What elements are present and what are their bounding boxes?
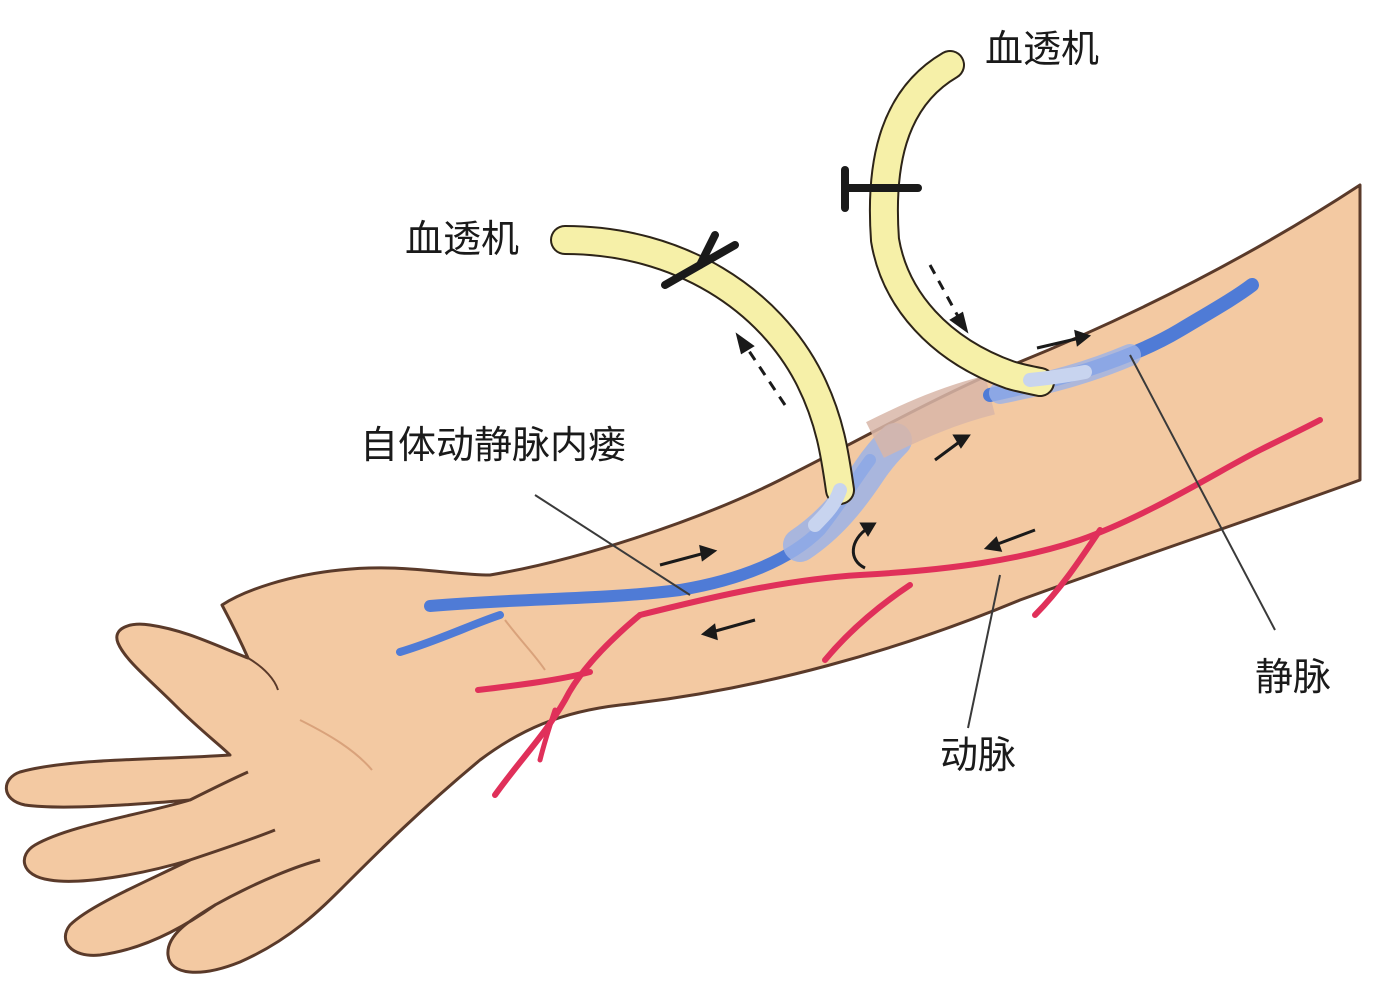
finger-crease-2 (189, 828, 276, 862)
dialysis-tube-left (550, 225, 855, 532)
vein-fistula-highlight (866, 375, 995, 458)
leader-vein (1129, 354, 1276, 631)
arm-illustration (4, 183, 1362, 974)
leader-av-fistula (534, 494, 691, 596)
artery-network (475, 417, 1323, 798)
leader-lines (534, 354, 1276, 729)
flow-arrows (659, 264, 1092, 641)
arrow-left-tube-up-icon (735, 332, 787, 406)
artery-branch-mid (822, 582, 913, 663)
label-vein: 静脉 (1255, 655, 1331, 699)
artery-branch-palm (475, 669, 593, 693)
finger-crease-3 (189, 770, 249, 802)
label-dialysis-machine-right: 血透机 (985, 27, 1099, 71)
tube-right-fill (870, 52, 1053, 395)
clamp-right-icon (841, 166, 922, 212)
needle-left (808, 483, 847, 532)
leader-artery (967, 574, 1001, 729)
arrow-right-tube-down-icon (928, 264, 969, 334)
artery-main (637, 417, 1323, 618)
arrow-vein-upper-right-icon (1036, 329, 1092, 350)
artery-branch-small (537, 707, 558, 763)
arrow-vein-lower-right-icon (659, 544, 718, 567)
arrow-artery-upper-left-icon (983, 528, 1036, 552)
needle-right (1023, 365, 1092, 387)
finger-crease-1 (214, 858, 321, 907)
label-artery: 动脉 (940, 733, 1016, 777)
arrow-artery-lower-left-icon (700, 618, 756, 641)
dialysis-tube-right (841, 50, 1092, 397)
vein-branch-lower (396, 611, 504, 656)
wrist-line (504, 619, 546, 671)
arrow-anastomosis-curve-icon (851, 522, 877, 570)
arrow-fistula-up-icon (934, 434, 971, 462)
artery-branch-upper (1032, 527, 1103, 618)
artery-branch-wrist (492, 612, 643, 798)
label-av-fistula: 自体动静脉内瘘 (360, 423, 626, 467)
label-dialysis-machine-left: 血透机 (405, 217, 519, 261)
thumb-crease (247, 657, 279, 691)
tube-left-fill (552, 227, 853, 503)
palm-line (299, 719, 373, 771)
clamp-left-icon (661, 231, 739, 289)
